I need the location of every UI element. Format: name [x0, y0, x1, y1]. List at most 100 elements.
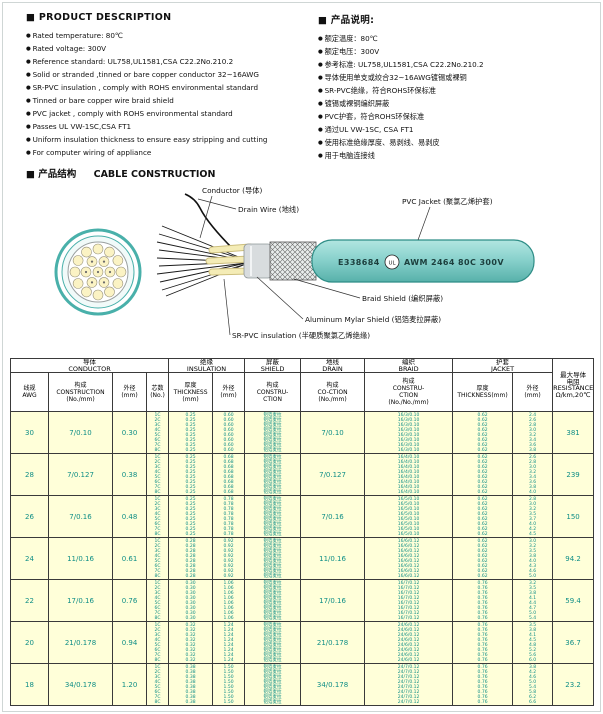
cell-construction: 7/0.16 — [48, 495, 113, 538]
header-drain-construction: 构成 CO-CTION (No./mm) — [300, 372, 366, 412]
cell-jk_od: 3.5 3.8 4.1 4.5 4.8 5.2 5.6 6.0 — [512, 621, 554, 664]
cell-resistance: 239 — [552, 453, 595, 496]
cell-cores: 1C 2C 3C 4C 5C 6C 7C 8C — [145, 579, 170, 622]
cell-jk_th: 0.76 0.76 0.76 0.76 0.76 0.76 0.76 0.76 — [452, 663, 514, 706]
mylar-foil — [243, 243, 273, 279]
header-awg: 线规 AWG — [10, 372, 49, 412]
cell-od: 0.76 — [112, 579, 147, 622]
cell-resistance: 94.2 — [552, 537, 595, 580]
cell-braid: 24/7/0.12 24/7/0.12 24/7/0.12 24/7/0.12 … — [364, 663, 454, 706]
cell-jk_od: 2.8 3.0 3.2 3.5 3.7 4.0 4.2 4.5 — [512, 495, 554, 538]
construction-title-en: CABLE CONSTRUCTION — [93, 169, 216, 180]
cell-construction: 17/0.16 — [48, 579, 113, 622]
cell-drain: 17/0.16 — [300, 579, 366, 622]
cell-jk_th: 0.62 0.62 0.62 0.62 0.62 0.62 0.62 0.62 — [452, 453, 514, 496]
cell-od: 0.61 — [112, 537, 147, 580]
callout-braid-label: Braid Shield (编织屏蔽) — [362, 294, 443, 303]
cell-resistance: 59.4 — [552, 579, 595, 622]
callout-lines — [197, 195, 431, 336]
product-description-title: ■ PRODUCT DESCRIPTION — [26, 12, 172, 23]
table-group-header-row: 导体 CONDUCTOR 绝缘 INSULATION 屏蔽 SHIELD 地线 … — [9, 358, 595, 412]
product-description-en: ■ PRODUCT DESCRIPTION Rated temperature:… — [26, 12, 318, 163]
group-jacket: 护套 JACKET — [452, 358, 554, 373]
cell-ins_th: 0.30 0.30 0.30 0.30 0.30 0.30 0.30 0.30 — [168, 579, 214, 622]
cell-od: 1.20 — [112, 663, 147, 706]
description-item: PVC jacket , comply with ROHS environmen… — [26, 108, 318, 121]
cell-jk_th: 0.62 0.62 0.62 0.62 0.62 0.62 0.62 0.62 — [452, 495, 514, 538]
product-description-list: Rated temperature: 80℃ Rated voltage: 30… — [26, 30, 318, 160]
description-item: Solid or stranded ,tinned or bare copper… — [26, 69, 318, 82]
description-item: 镀锡或裸铜编织屏蔽 — [318, 98, 586, 111]
description-item: For computer wiring of appliance — [26, 147, 318, 160]
cell-jk_th: 0.62 0.62 0.62 0.62 0.62 0.62 0.62 0.62 — [452, 537, 514, 580]
cell-ins_th: 0.25 0.25 0.25 0.25 0.25 0.25 0.25 0.25 — [168, 495, 214, 538]
cell-ins_od: 1.50 1.50 1.50 1.50 1.50 1.50 1.50 1.50 — [212, 663, 246, 706]
cell-ins_od: 1.06 1.06 1.06 1.06 1.06 1.06 1.06 1.06 — [212, 579, 246, 622]
cell-od: 0.48 — [112, 495, 147, 538]
cell-braid: 16/3/0.10 16/3/0.10 16/3/0.10 16/3/0.10 … — [364, 411, 454, 454]
spec-table: 导体 CONDUCTOR 绝缘 INSULATION 屏蔽 SHIELD 地线 … — [9, 358, 595, 706]
description-item: 用于电脑连接线 — [318, 150, 586, 163]
description-item: PVC护套，符合ROHS环保标准 — [318, 111, 586, 124]
cell-cores: 1C 2C 3C 4C 5C 6C 7C 8C — [145, 411, 170, 454]
callout-conductor-label: Conductor (导体) — [202, 186, 263, 195]
cell-shield: 铝箔麦拉 铝箔麦拉 铝箔麦拉 铝箔麦拉 铝箔麦拉 铝箔麦拉 铝箔麦拉 铝箔麦拉 — [244, 579, 302, 622]
description-item: 导体使用单支或绞合32~16AWG镀锡或裸铜 — [318, 72, 586, 85]
cell-shield: 铝箔麦拉 铝箔麦拉 铝箔麦拉 铝箔麦拉 铝箔麦拉 铝箔麦拉 铝箔麦拉 铝箔麦拉 — [244, 495, 302, 538]
cell-od: 0.30 — [112, 411, 147, 454]
cell-awg: 22 — [10, 579, 49, 622]
cell-awg: 20 — [10, 621, 49, 664]
cell-ins_th: 0.25 0.25 0.25 0.25 0.25 0.25 0.25 0.25 — [168, 453, 214, 496]
product-description-cn-list: 额定温度：80℃ 额定电压：300V 参考标准: UL758,UL1581,CS… — [318, 33, 586, 163]
cell-resistance: 381 — [552, 411, 595, 454]
cell-construction: 11/0.16 — [48, 537, 113, 580]
cell-jk_od: 2.6 2.8 3.0 3.2 3.4 3.6 3.8 4.0 — [512, 453, 554, 496]
header-ins-thickness: 厚度 THICKNESS (mm) — [168, 372, 214, 412]
cell-drain: 21/0.178 — [300, 621, 366, 664]
cell-jk_th: 0.76 0.76 0.76 0.76 0.76 0.76 0.76 0.76 — [452, 579, 514, 622]
description-item: 通过UL VW-1SC, CSA FT1 — [318, 124, 586, 137]
ul-mark-icon — [384, 254, 400, 270]
cable-print-spec: AWM 2464 80C 300V — [404, 258, 504, 267]
cell-ins_th: 0.28 0.28 0.28 0.28 0.28 0.28 0.28 0.28 — [168, 537, 214, 580]
cable-print-code: E338684 — [338, 258, 380, 267]
cell-awg: 18 — [10, 663, 49, 706]
cell-cores: 1C 2C 3C 4C 5C 6C 7C 8C — [145, 453, 170, 496]
spec-table-wrap: 导体 CONDUCTOR 绝缘 INSULATION 屏蔽 SHIELD 地线 … — [9, 358, 595, 706]
ul-mark-text: UL — [388, 261, 396, 267]
description-item: SR-PVC绝缘，符合ROHS环保标准 — [318, 85, 586, 98]
cell-shield: 铝箔麦拉 铝箔麦拉 铝箔麦拉 铝箔麦拉 铝箔麦拉 铝箔麦拉 铝箔麦拉 铝箔麦拉 — [244, 621, 302, 664]
product-description-cn: ■ 产品说明: 额定温度：80℃ 额定电压：300V 参考标准: UL758,U… — [318, 12, 586, 163]
cable-diagram: E338684 UL AWM 2464 80C 300V Conductor (… — [54, 186, 535, 340]
construction-title-cn: ■ 产品结构 — [26, 169, 77, 180]
group-braid: 编织 BRAID — [364, 358, 454, 373]
cell-jk_od: 3.0 3.2 3.5 3.8 4.0 4.3 4.6 5.0 — [512, 537, 554, 580]
cell-jk_od: 3.2 3.5 3.8 4.1 4.4 4.7 5.0 5.4 — [512, 579, 554, 622]
header-braid-construction: 构成 CONSTRU- CTION (No./No./mm) — [364, 372, 454, 412]
cell-ins_od: 0.68 0.68 0.68 0.68 0.68 0.68 0.68 0.68 — [212, 453, 246, 496]
cell-od: 0.94 — [112, 621, 147, 664]
cell-ins_od: 0.60 0.60 0.60 0.60 0.60 0.60 0.60 0.60 — [212, 411, 246, 454]
table-subheader-row: 线规 AWG 构成 CONSTRUCTION (No./mm) 外径 (mm) … — [10, 372, 594, 412]
header-jacket-thickness: 厚度 THICKNESS(mm) — [452, 372, 514, 412]
cell-braid: 16/6/0.12 16/6/0.12 16/6/0.12 16/6/0.12 … — [364, 537, 454, 580]
header-shield-construction: 构成 CONSTRU- CTION — [244, 372, 302, 412]
cross-section — [54, 228, 142, 316]
cell-awg: 30 — [10, 411, 49, 454]
cell-braid: 16/7/0.12 16/7/0.12 16/7/0.12 16/7/0.12 … — [364, 579, 454, 622]
group-shield: 屏蔽 SHIELD — [244, 358, 302, 373]
cell-cores: 1C 2C 3C 4C 5C 6C 7C 8C — [145, 621, 170, 664]
description-item: Rated temperature: 80℃ — [26, 30, 318, 43]
group-drain: 地线 DRAIN — [300, 358, 366, 373]
cell-shield: 铝箔麦拉 铝箔麦拉 铝箔麦拉 铝箔麦拉 铝箔麦拉 铝箔麦拉 铝箔麦拉 铝箔麦拉 — [244, 453, 302, 496]
description-section: ■ PRODUCT DESCRIPTION Rated temperature:… — [26, 12, 590, 163]
cable-jacket — [311, 239, 535, 283]
cell-ins_th: 0.25 0.25 0.25 0.25 0.25 0.25 0.25 0.25 — [168, 411, 214, 454]
description-item: Passes UL VW-1SC,CSA FT1 — [26, 121, 318, 134]
cell-drain: 7/0.16 — [300, 495, 366, 538]
